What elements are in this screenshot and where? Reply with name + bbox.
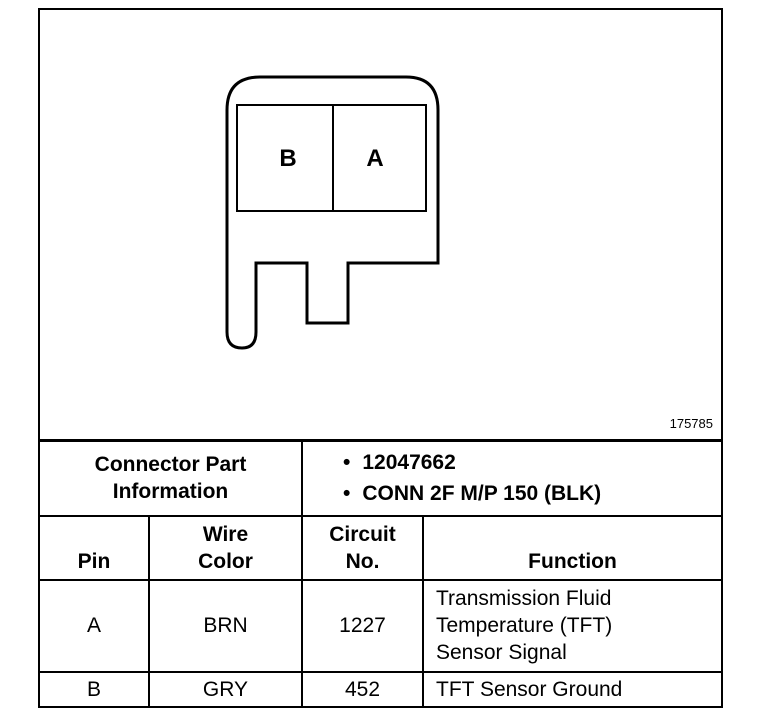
connector-info-table: Connector Part Information 12047662 CONN… [40,439,721,706]
pin-label-b: B [279,145,296,172]
row-b-function: TFT Sensor Ground [422,670,721,706]
part-info-list: 12047662 CONN 2F M/P 150 (BLK) [303,447,721,509]
header-pin: Pin [40,514,150,581]
row-a-wire-color: BRN [148,578,303,673]
row-b-pin: B [40,670,150,706]
part-number: 12047662 [343,447,721,478]
row-b-wire-color: GRY [148,670,303,706]
row-a-pin: A [40,578,150,673]
table-row: A BRN 1227 Transmission Fluid Temperatur… [40,578,721,673]
connector-body-outline [225,75,440,350]
figure-id: 175785 [669,416,713,431]
part-info-row: Connector Part Information 12047662 CONN… [40,439,721,517]
connector-description: CONN 2F M/P 150 (BLK) [343,478,721,509]
row-a-circuit: 1227 [301,578,424,673]
part-info-label: Connector Part Information [40,439,303,517]
connector-end-view-frame: B A 175785 Connector Part Information 12… [38,8,723,708]
part-info-values: 12047662 CONN 2F M/P 150 (BLK) [301,439,721,517]
header-circuit-no: Circuit No. [301,514,424,581]
header-wire-color: Wire Color [148,514,303,581]
header-function: Function [422,514,721,581]
table-header-row: Pin Wire Color Circuit No. Function [40,514,721,581]
row-b-circuit: 452 [301,670,424,706]
row-a-function: Transmission Fluid Temperature (TFT) Sen… [422,578,721,673]
connector-end-view-diagram: B A [225,75,440,350]
pin-cavity-box [236,104,427,212]
pin-label-a: A [366,145,383,172]
table-row: B GRY 452 TFT Sensor Ground [40,670,721,706]
